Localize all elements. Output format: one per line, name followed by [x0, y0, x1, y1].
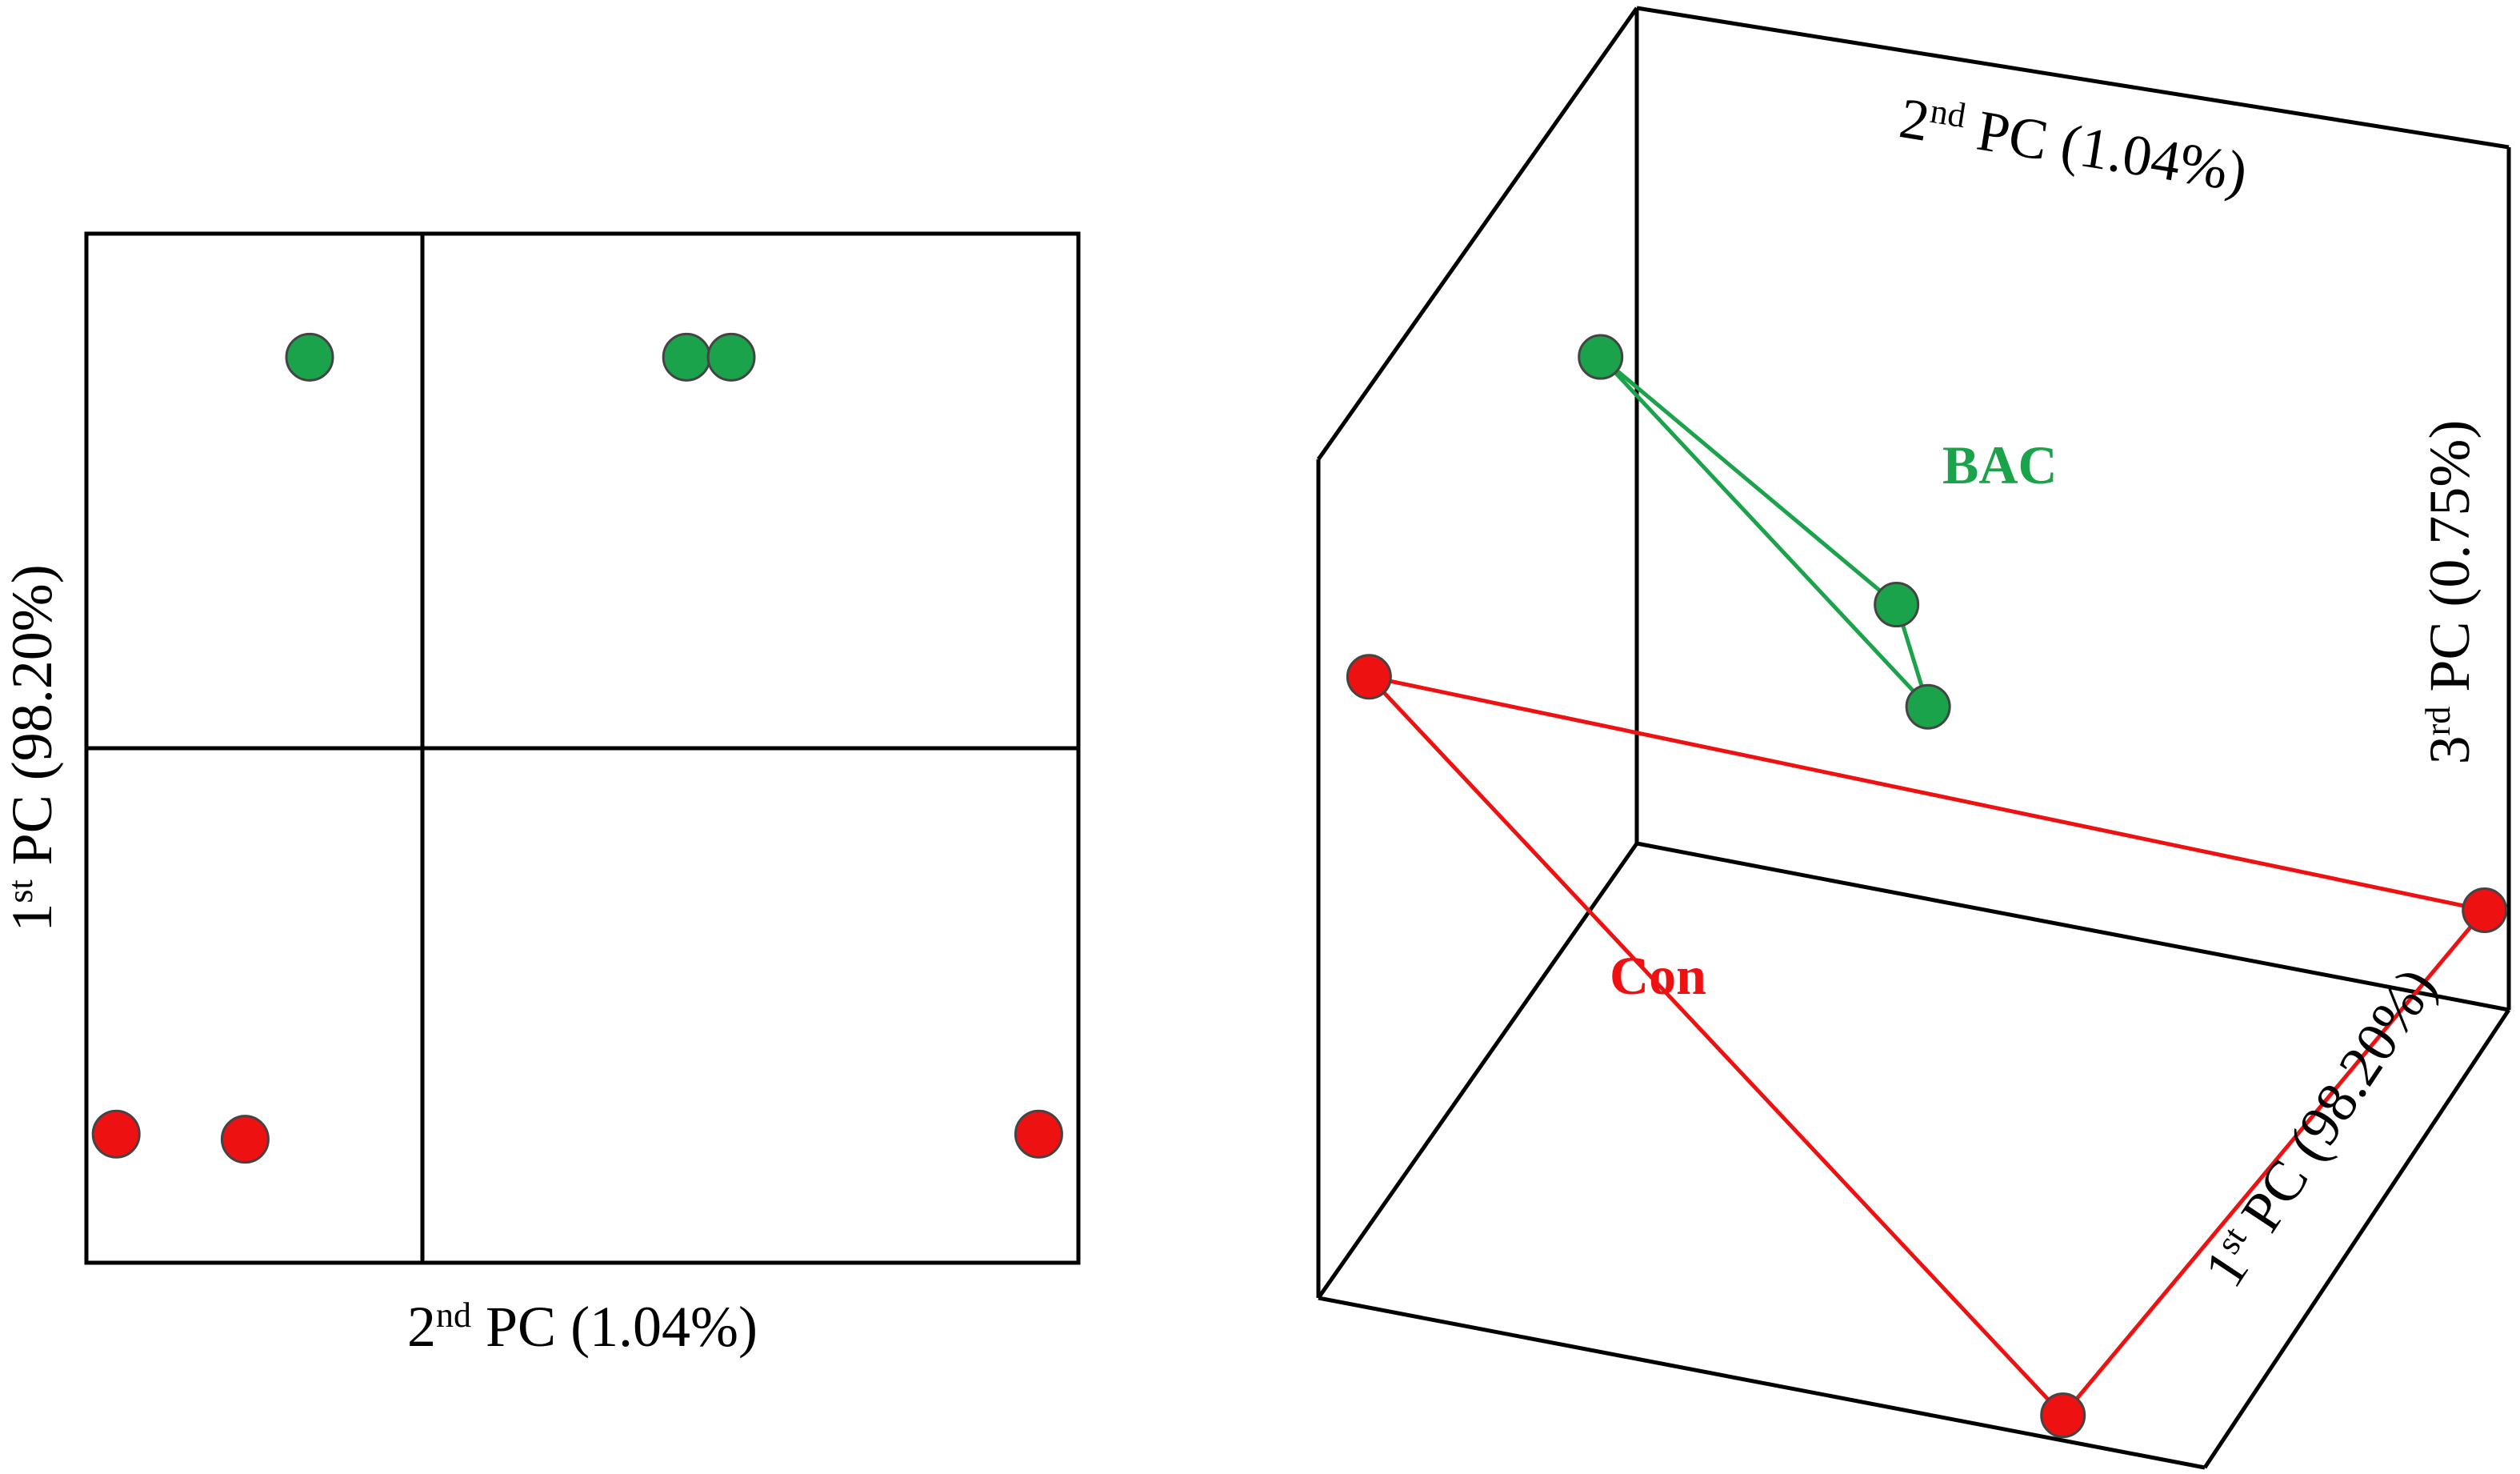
point-3d-bac-1 — [1578, 334, 1624, 380]
point-2d-con-3 — [1014, 1109, 1063, 1159]
y-axis-label-2d-sup: st — [1, 879, 40, 903]
pc2-axis-label-3d-suffix: PC (1.04%) — [1958, 96, 2251, 205]
point-2d-con-2 — [220, 1115, 270, 1164]
pc3-axis-label-3d-suffix: PC (0.75%) — [2418, 420, 2482, 707]
pc3-axis-label-3d: 3rd PC (0.75%) — [2418, 420, 2482, 765]
box-edge-floor-left — [1316, 842, 1639, 1300]
pc1-axis-label-3d: 1st PC (98.20%) — [2192, 956, 2449, 1298]
x-axis-label-2d-prefix: 2 — [407, 1295, 436, 1359]
group-label-con: Con — [1610, 945, 1706, 1006]
box-edge-floor-front — [1318, 1296, 2206, 1470]
group-polygons-3d — [1366, 354, 2487, 1418]
pc2-axis-label-3d: 2nd PC (1.04%) — [1895, 86, 2251, 204]
point-3d-con-3 — [2040, 1392, 2086, 1439]
y-axis-label-2d-prefix: 1 — [0, 903, 64, 932]
polygon-3d-con — [1366, 675, 2487, 1418]
pc2-axis-label-3d-sup: nd — [1928, 90, 1969, 134]
pc3-axis-label-3d-sup: rd — [2418, 707, 2458, 736]
x-axis-label-2d-suffix: PC (1.04%) — [471, 1295, 758, 1359]
pca-2d-panel: 2nd PC (1.04%) 1st PC (98.20%) — [0, 231, 1081, 1359]
point-3d-con-1 — [1346, 654, 1392, 700]
y-axis-label-2d-suffix: PC (98.20%) — [0, 564, 64, 879]
group-label-bac: BAC — [1942, 435, 2058, 495]
box-edge-floor-back — [1636, 841, 2510, 1012]
points-2d — [91, 332, 1063, 1164]
point-2d-con-1 — [91, 1109, 141, 1159]
point-3d-bac-3 — [1905, 683, 1951, 730]
box-edge-floor-right — [2202, 1008, 2511, 1469]
box-edge-back-top — [1636, 6, 2510, 150]
points-3d — [1346, 334, 2508, 1439]
x-axis-label-2d: 2nd PC (1.04%) — [407, 1295, 758, 1359]
x-axis-label-2d-sup: nd — [436, 1296, 471, 1335]
pca-3d-panel: BAC Con 2nd PC (1.04%) 3rd PC (0.75%) 1s… — [1316, 6, 2511, 1470]
box-edge-top-left — [1316, 6, 1639, 461]
point-3d-bac-2 — [1874, 582, 1920, 628]
point-2d-bac-3 — [706, 332, 756, 382]
point-2d-bac-1 — [285, 332, 334, 382]
box-3d — [1316, 6, 2511, 1470]
point-2d-bac-2 — [662, 332, 711, 382]
y-axis-label-2d: 1st PC (98.20%) — [0, 564, 64, 931]
polygon-3d-bac — [1598, 354, 1930, 709]
pc3-axis-label-3d-prefix: 3 — [2418, 735, 2482, 764]
pc1-axis-label-3d-suffix: PC (98.20%) — [2221, 956, 2449, 1254]
pc2-axis-label-3d-prefix: 2 — [1895, 86, 1934, 154]
point-3d-con-2 — [2462, 887, 2508, 933]
